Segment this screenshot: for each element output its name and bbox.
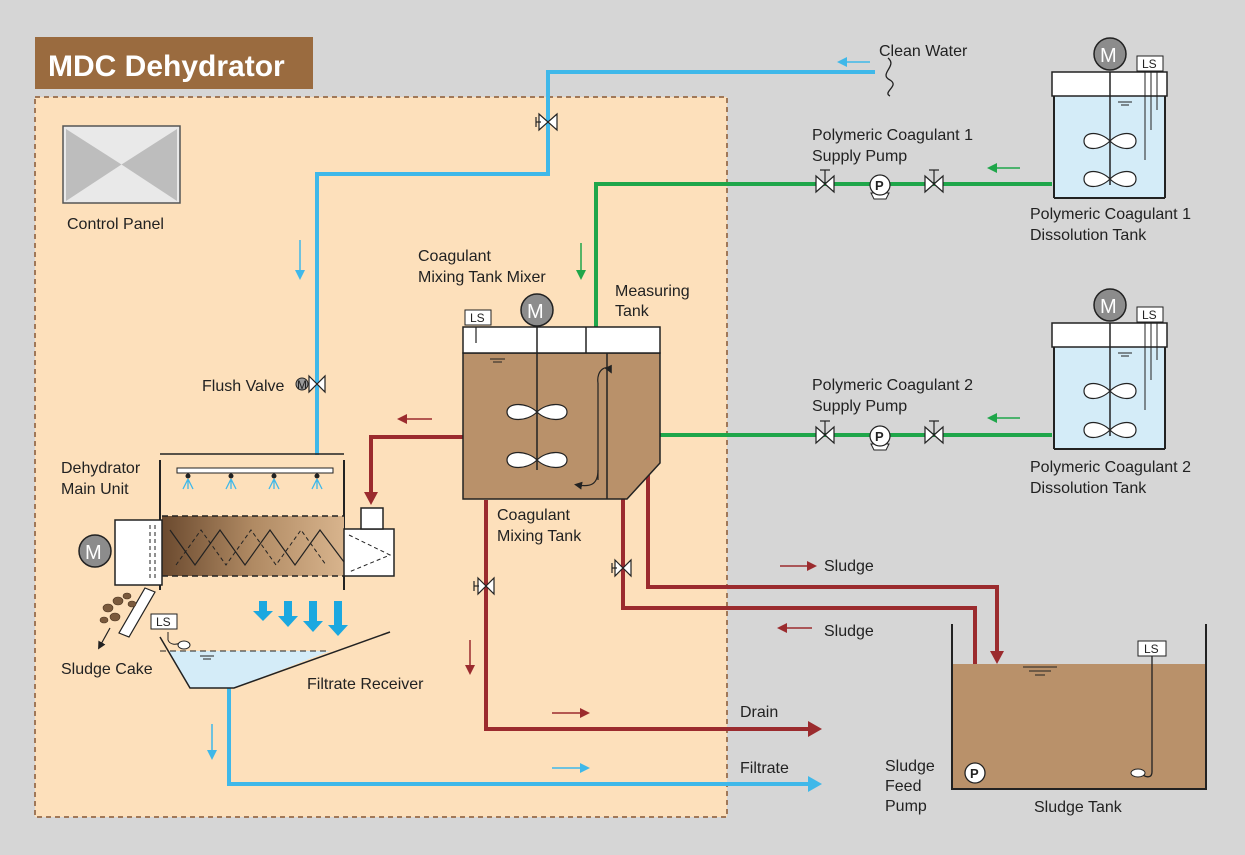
svg-text:M: M xyxy=(1100,45,1117,67)
dissolution-tank-1 xyxy=(1051,71,1168,199)
pump-1-label-line1: Polymeric Coagulant 1 xyxy=(812,127,973,144)
sludge-tank-label: Sludge Tank xyxy=(1034,799,1123,816)
filtrate-arrowhead xyxy=(808,776,822,792)
coagulant-mixing-tank xyxy=(462,325,661,500)
mixing-tank-motor: M xyxy=(520,293,554,327)
tank-2-level-switch: LS xyxy=(1136,306,1164,323)
sludge-tank xyxy=(951,624,1207,790)
filtrate-line xyxy=(227,688,812,786)
sludge-feed-pump-label-line3: Pump xyxy=(885,798,927,815)
pump-2-label-line2: Supply Pump xyxy=(812,398,907,415)
dehydrator-main-unit xyxy=(114,453,395,590)
drain-valve[interactable] xyxy=(473,576,495,596)
pump-2-label-line1: Polymeric Coagulant 2 xyxy=(812,377,973,394)
filtrate-drop-arrows xyxy=(253,601,348,636)
tank-1-label-line2: Dissolution Tank xyxy=(1030,227,1147,244)
control-panel-label: Control Panel xyxy=(67,216,164,233)
coagulant-1-valve-left[interactable] xyxy=(815,169,835,194)
svg-text:M: M xyxy=(85,542,102,564)
pump-1-label-line2: Supply Pump xyxy=(812,148,907,165)
measuring-tank-label-line2: Tank xyxy=(615,303,650,320)
svg-text:M: M xyxy=(1100,296,1117,318)
tank-2-label-line1: Polymeric Coagulant 2 xyxy=(1030,459,1191,476)
svg-text:M: M xyxy=(297,378,307,392)
control-panel: Control Panel xyxy=(62,125,181,233)
flush-valve-label: Flush Valve xyxy=(202,378,285,395)
sludge-feed-pump[interactable]: P xyxy=(964,762,986,784)
dehydrator-main-label-line1: Dehydrator xyxy=(61,460,141,477)
drain-label: Drain xyxy=(740,704,778,721)
mixing-to-dehydrator-line xyxy=(369,435,463,496)
sludge-cake-arrow xyxy=(98,627,111,650)
sludge-cake-label: Sludge Cake xyxy=(61,661,153,678)
svg-text:LS: LS xyxy=(1144,642,1159,656)
svg-text:LS: LS xyxy=(470,311,485,325)
sludge-tank-level-switch: LS xyxy=(1137,640,1167,657)
sludge-feed-valve[interactable] xyxy=(611,558,632,578)
svg-text:LS: LS xyxy=(156,615,171,629)
page-title: MDC Dehydrator xyxy=(48,50,285,83)
svg-text:P: P xyxy=(875,429,884,444)
coag-mixer-label-line1: Coagulant xyxy=(418,248,492,265)
tank-2-label-line2: Dissolution Tank xyxy=(1030,480,1147,497)
svg-text:LS: LS xyxy=(1142,57,1157,71)
filtrate-receiver-level-switch: LS xyxy=(150,613,178,630)
sludge-cake-pieces xyxy=(99,592,137,624)
spray-nozzles xyxy=(182,473,323,490)
svg-text:M: M xyxy=(527,301,544,323)
sludge-to-tank-arrowhead xyxy=(990,651,1004,664)
sludge-feed-pump-label-line1: Sludge xyxy=(885,758,935,775)
svg-text:P: P xyxy=(875,178,884,193)
mixing-to-dehydrator-arrowhead xyxy=(364,492,378,505)
svg-text:P: P xyxy=(970,766,979,781)
coagulant-1-line xyxy=(594,182,1052,345)
coagulant-2-supply-pump[interactable]: P xyxy=(869,425,891,451)
flush-valve[interactable]: M xyxy=(295,374,326,394)
coagulant-2-valve-left[interactable] xyxy=(815,420,835,445)
filtrate-receiver xyxy=(159,631,391,689)
dehydrator-main-label-line2: Main Unit xyxy=(61,481,129,498)
tank-1-level-switch: LS xyxy=(1136,55,1164,72)
clean-water-valve[interactable] xyxy=(535,112,558,132)
tank-2-motor: M xyxy=(1093,288,1127,322)
mixing-tank-level-switch: LS xyxy=(464,309,492,326)
clean-water-label: Clean Water xyxy=(879,43,968,60)
sludge-feed-pump-label-line2: Feed xyxy=(885,778,921,795)
drain-arrowhead xyxy=(808,721,822,737)
coagulant-1-valve-right[interactable] xyxy=(924,169,944,194)
filtrate-label: Filtrate xyxy=(740,760,789,777)
clean-water-squiggle xyxy=(885,57,894,97)
measuring-tank-label-line1: Measuring xyxy=(615,283,690,300)
tank-1-motor: M xyxy=(1093,37,1127,71)
coagulant-2-valve-right[interactable] xyxy=(924,420,944,445)
tank-1-label-line1: Polymeric Coagulant 1 xyxy=(1030,206,1191,223)
clean-water-line xyxy=(315,70,875,455)
sludge-cake-chute xyxy=(118,587,156,638)
coag-mixing-tank-label-line2: Mixing Tank xyxy=(497,528,582,545)
coag-mixing-tank-label-line1: Coagulant xyxy=(497,507,571,524)
drain-line xyxy=(484,500,812,731)
coag-mixer-label-line2: Mixing Tank Mixer xyxy=(418,269,546,286)
dehydrator-motor: M xyxy=(78,534,112,568)
svg-text:LS: LS xyxy=(1142,308,1157,322)
dissolution-tank-2 xyxy=(1051,322,1168,450)
filtrate-receiver-label: Filtrate Receiver xyxy=(307,676,424,693)
sludge-out-label: Sludge xyxy=(824,558,874,575)
title-block: MDC Dehydrator xyxy=(35,37,313,89)
coagulant-1-supply-pump[interactable]: P xyxy=(869,174,891,200)
sludge-in-label: Sludge xyxy=(824,623,874,640)
